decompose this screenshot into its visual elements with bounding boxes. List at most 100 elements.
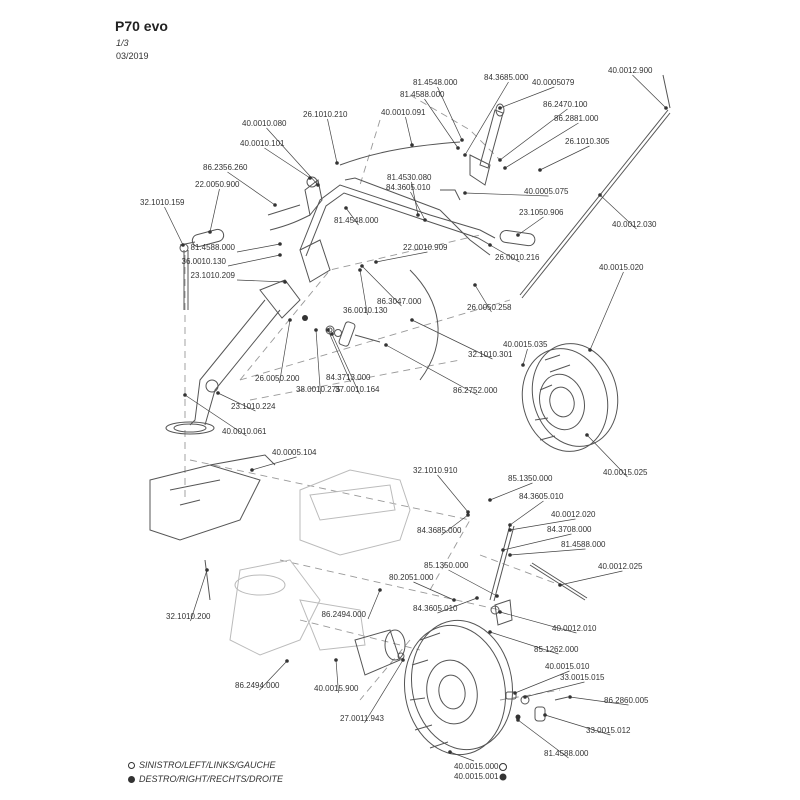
part-number-label: 32.1010.159 bbox=[140, 198, 185, 207]
part-number-label: 22.0010.909 bbox=[403, 243, 448, 252]
anchor-point bbox=[250, 468, 254, 472]
leader-line bbox=[264, 147, 311, 179]
part-number-label: 40.0010.080 bbox=[242, 119, 287, 128]
anchor-point bbox=[498, 158, 502, 162]
leader-line bbox=[544, 714, 611, 736]
leader-line bbox=[499, 86, 555, 109]
anchor-point bbox=[501, 548, 505, 552]
anchor-point bbox=[410, 318, 414, 322]
anchor-point bbox=[208, 230, 212, 234]
leader-line bbox=[385, 344, 478, 396]
part-number-label: 36.0010.130 bbox=[182, 257, 227, 266]
part-number-label: 40.0012.900 bbox=[608, 66, 653, 75]
anchor-point bbox=[416, 213, 420, 217]
part-number-label: 86.2356.260 bbox=[203, 163, 248, 172]
part-number-label: 36.0010.130 bbox=[343, 306, 388, 315]
anchor-point bbox=[378, 588, 382, 592]
part-number-label: 23.1050.906 bbox=[519, 208, 564, 217]
part-number-label: 81.4588.000 bbox=[544, 749, 589, 758]
anchor-point bbox=[588, 348, 592, 352]
handlebar bbox=[299, 177, 536, 257]
leader-line bbox=[184, 394, 247, 437]
wheel-upper bbox=[521, 343, 619, 452]
leader-line bbox=[522, 348, 528, 366]
part-number-label: 81.4588.000 bbox=[191, 243, 236, 252]
anchor-point bbox=[466, 513, 470, 517]
leader-line bbox=[504, 122, 579, 169]
revision-date: 03/2019 bbox=[116, 51, 149, 61]
leader-line bbox=[217, 392, 256, 412]
leader-line bbox=[569, 696, 629, 706]
part-number-label: 86.2881.000 bbox=[554, 114, 599, 123]
part-number-label: 40.0015.035 bbox=[503, 340, 548, 349]
lever-cluster bbox=[267, 176, 331, 283]
page-number: 1/3 bbox=[116, 38, 129, 48]
anchor-point bbox=[488, 630, 492, 634]
part-number-label: 22.0050.900 bbox=[195, 180, 240, 189]
leader-line bbox=[405, 116, 413, 146]
anchor-point bbox=[460, 138, 464, 142]
leader-line bbox=[448, 569, 498, 597]
part-number-label: 40.0015.020 bbox=[599, 263, 644, 272]
anchor-point bbox=[558, 583, 562, 587]
part-number-label: 81.4530.080 bbox=[387, 173, 432, 182]
anchor-point bbox=[513, 691, 517, 695]
anchor-point bbox=[598, 193, 602, 197]
anchor-point bbox=[273, 203, 277, 207]
anchor-point bbox=[516, 233, 520, 237]
part-number-label: 40.0005.104 bbox=[272, 448, 317, 457]
leader-line bbox=[514, 670, 570, 694]
leader-line bbox=[441, 514, 469, 536]
anchor-point bbox=[374, 260, 378, 264]
leader-line bbox=[345, 207, 359, 226]
leader-line bbox=[367, 589, 381, 620]
anchor-point bbox=[183, 393, 187, 397]
leader-line bbox=[509, 500, 544, 526]
anchor-point bbox=[568, 695, 572, 699]
leader-line bbox=[489, 631, 559, 655]
leader-line bbox=[424, 98, 459, 149]
legend-left: SINISTRO/LEFT/LINKS/GAUCHE bbox=[128, 758, 283, 772]
callout-labels: 40.0012.90084.3685.00040.000507981.4548.… bbox=[140, 66, 657, 781]
anchor-point bbox=[410, 143, 414, 147]
anchor-point bbox=[314, 328, 318, 332]
left-grip bbox=[179, 228, 225, 310]
anchor-point bbox=[358, 268, 362, 272]
leader-line bbox=[361, 265, 402, 307]
part-number-label: 26.0050.258 bbox=[467, 303, 512, 312]
gear-shift-lever bbox=[469, 103, 505, 186]
leader-line bbox=[251, 456, 297, 471]
anchor-point bbox=[278, 242, 282, 246]
leader-line bbox=[411, 181, 419, 216]
anchor-point bbox=[448, 750, 452, 754]
leader-line bbox=[190, 569, 208, 622]
leader-line bbox=[509, 518, 576, 531]
leader-line bbox=[489, 482, 533, 501]
pin bbox=[204, 559, 211, 601]
leader-line bbox=[437, 474, 469, 513]
anchor-point bbox=[463, 153, 467, 157]
leader-line bbox=[236, 243, 281, 253]
anchor-point bbox=[585, 433, 589, 437]
part-number-label: 86.2494.000 bbox=[322, 610, 367, 619]
cables bbox=[269, 141, 461, 381]
left-side-marker bbox=[499, 763, 507, 771]
leader-line bbox=[410, 191, 426, 221]
model-title: P70 evo bbox=[115, 18, 168, 34]
part-number-label: 84.3713.000 bbox=[326, 373, 371, 382]
anchor-point bbox=[456, 146, 460, 150]
leader-line bbox=[437, 86, 463, 141]
part-number-label: 81.4548.000 bbox=[413, 78, 458, 87]
leader-line bbox=[464, 192, 549, 197]
part-number-label: 26.0050.200 bbox=[255, 374, 300, 383]
assembly-guides bbox=[184, 94, 561, 701]
anchor-point bbox=[538, 168, 542, 172]
leader-line bbox=[331, 333, 360, 395]
part-number-label: 84.3708.000 bbox=[547, 525, 592, 534]
anchor-point bbox=[473, 283, 477, 287]
part-number-label: 38.0010.275 bbox=[296, 385, 341, 394]
anchor-point bbox=[181, 243, 185, 247]
anchor-point bbox=[463, 191, 467, 195]
anchor-point bbox=[488, 498, 492, 502]
anchor-point bbox=[401, 658, 405, 662]
